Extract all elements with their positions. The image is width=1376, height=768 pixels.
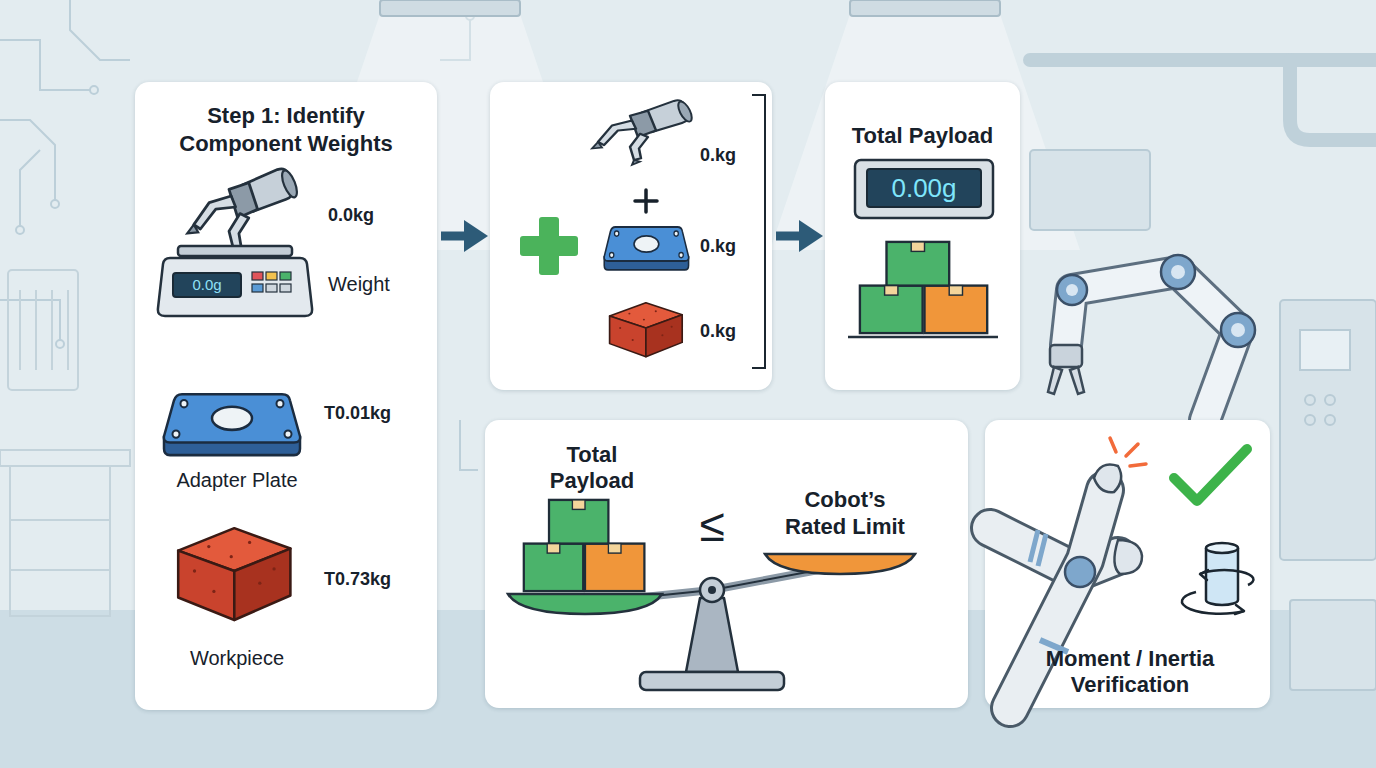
flow-arrow (441, 232, 468, 241)
machines (1280, 300, 1376, 560)
machines (1305, 415, 1315, 425)
circuit-lines (0, 120, 55, 200)
circuit-lines (56, 340, 64, 348)
panel-title: Total Payload (532, 442, 652, 494)
payload-display: 0.00g (866, 168, 982, 208)
display-reading: 0.0g (174, 276, 240, 294)
weight-value: 0.kg (700, 144, 760, 167)
circuit-lines (0, 40, 90, 90)
scale-display: 0.0g (172, 272, 242, 298)
machines (1325, 415, 1335, 425)
pipes (1290, 60, 1376, 140)
weight-value: 0.kg (700, 320, 760, 343)
workbench-outline (10, 520, 110, 570)
verification-panel: Moment / Inertia Verification (985, 420, 1270, 708)
machines (1305, 395, 1315, 405)
background-robot-arm (1057, 255, 1255, 347)
machines (1325, 395, 1335, 405)
sum-panel: 0.kg 0.kg 0.kg (490, 82, 772, 390)
background-robot-arm (1066, 272, 1238, 420)
part-name: Adapter Plate (157, 468, 317, 493)
circuit-lines (90, 86, 98, 94)
background-robot-arm (1066, 284, 1078, 296)
ceiling-lamps (380, 0, 520, 16)
workbench-outline (0, 270, 130, 616)
workbench-outline (8, 270, 78, 390)
weight-value: 0.0kg (328, 204, 418, 227)
panel-title: Total Payload (825, 122, 1020, 150)
background-robot-arm (1057, 275, 1087, 305)
part-name: Workpiece (157, 646, 317, 671)
machines (1290, 600, 1376, 690)
weight-value: 0.kg (700, 235, 760, 258)
comparison-panel: Total Payload ≤ Cobot’s Rated Limit (485, 420, 968, 708)
circuit-lines (20, 150, 40, 226)
display-reading: 0.00g (868, 172, 980, 204)
circuit-lines (51, 200, 59, 208)
part-name: Weight (328, 272, 428, 297)
flow-arrow (776, 232, 803, 241)
background-robot-arm (1066, 272, 1238, 420)
background-robot-arm (1048, 367, 1084, 394)
background-robot-arm (1171, 265, 1185, 279)
weight-value: T0.73kg (324, 568, 429, 591)
weight-value: T0.01kg (324, 402, 429, 425)
background-robot-arm (1161, 255, 1195, 289)
panel-title: Step 1: Identify Component Weights (157, 102, 415, 158)
workbench-outline (0, 450, 130, 466)
total-panel: Total Payload 0.00g (825, 82, 1020, 390)
pipes (1030, 53, 1376, 67)
circuit-lines (0, 300, 60, 340)
background-robot-arm (1231, 323, 1245, 337)
panel-title: Moment / Inertia Verification (1025, 646, 1235, 698)
background-robot-arm (1048, 255, 1255, 420)
step-panel: Step 1: Identify Component Weights 0.0kgW… (135, 82, 437, 710)
background-robot-arm (1066, 272, 1238, 420)
circuit-lines (70, 0, 130, 60)
background-robot-arm (1066, 265, 1245, 337)
pipes (1030, 60, 1376, 140)
ceiling-lamps (850, 0, 1000, 16)
panel-title: Cobot’s Rated Limit (775, 486, 915, 540)
workbench-outline (10, 466, 110, 616)
circuit-lines (460, 420, 478, 470)
machines (1030, 150, 1150, 230)
circuit-lines (440, 20, 470, 60)
circuit-lines (16, 226, 24, 234)
comparison-symbol: ≤ (682, 500, 742, 550)
circuit-lines (466, 12, 474, 20)
workbench-outline (20, 290, 68, 370)
machines (1300, 330, 1350, 370)
background-robot-arm (1050, 345, 1082, 367)
background-robot-arm (1221, 313, 1255, 347)
